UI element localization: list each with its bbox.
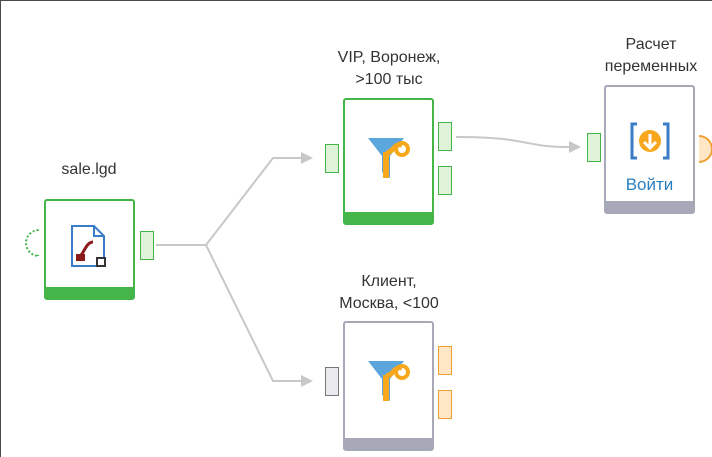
output-port-vip-1[interactable] — [438, 122, 452, 151]
funnel-filter-icon — [368, 138, 410, 178]
output-port-client-1[interactable] — [438, 346, 452, 375]
enter-submodel-icon — [630, 122, 670, 160]
node-label-client: Клиент, Москва, <100 — [339, 273, 439, 312]
output-port-vip-2[interactable] — [438, 166, 452, 195]
funnel-filter-icon — [368, 361, 410, 401]
enter-submodel-button[interactable]: Войти — [625, 175, 674, 194]
input-port-vip[interactable] — [325, 144, 339, 173]
arrowhead-client — [301, 375, 313, 387]
arrowhead-vip — [301, 152, 313, 164]
node-calc-submodel[interactable]: Войти — [604, 85, 695, 214]
output-port-client-2[interactable] — [438, 390, 452, 419]
node-status-bar — [345, 212, 432, 223]
node-label-vip: VIP, Воронеж, >100 тыс — [337, 49, 441, 88]
arrowhead-calc — [569, 141, 581, 153]
input-port-client[interactable] — [325, 367, 339, 396]
node-vip-filter[interactable] — [343, 98, 434, 225]
node-label-calc: Расчет переменных — [604, 36, 698, 75]
node-sale[interactable] — [44, 199, 135, 300]
file-import-icon — [71, 225, 106, 267]
node-status-bar — [606, 201, 693, 212]
input-port-calc[interactable] — [587, 133, 601, 162]
node-status-bar — [345, 438, 432, 449]
node-status-bar — [46, 287, 133, 298]
node-client-filter[interactable] — [343, 321, 434, 451]
output-port-sale[interactable] — [140, 231, 154, 260]
link-sale-to-client — [205, 244, 301, 382]
link-sale-to-vip — [156, 157, 301, 246]
node-label-sale: sale.lgd — [61, 161, 117, 178]
link-vip-to-calc — [455, 136, 570, 148]
